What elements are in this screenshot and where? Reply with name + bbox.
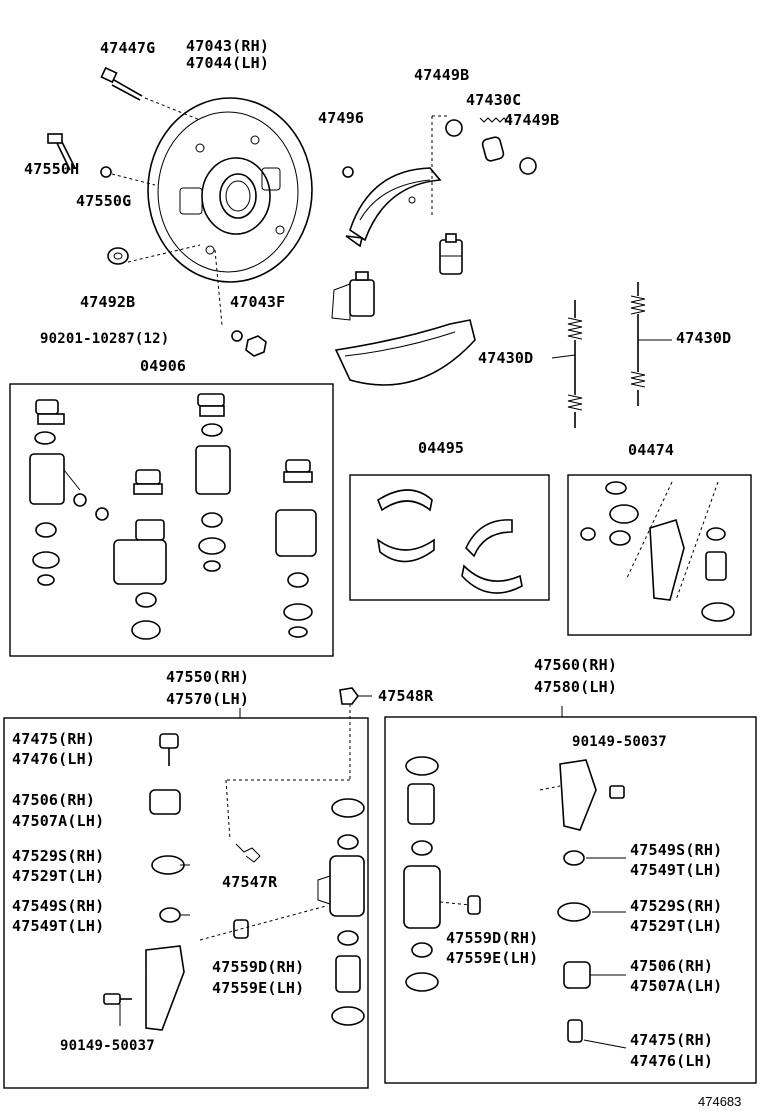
wheel-cylinder-left-small	[331, 271, 375, 321]
label-47449b-top: 47449B	[414, 66, 470, 84]
label-47475-rh-left: 47475(RH)	[12, 730, 96, 748]
kit-box-04906	[9, 383, 334, 657]
washer-47550g	[100, 166, 112, 178]
kit-04474-parts	[580, 481, 735, 622]
label-47549s-rh-left: 47549S(RH)	[12, 897, 105, 915]
kit-04906-parts	[29, 393, 317, 640]
label-47430d-right: 47430D	[676, 329, 732, 347]
label-47449b-right: 47449B	[504, 111, 560, 129]
label-47580-lh: 47580(LH)	[534, 678, 618, 696]
return-spring-47430d-b	[630, 282, 646, 406]
label-47550g: 47550G	[76, 192, 132, 210]
label-47549t-lh-left: 47549T(LH)	[12, 917, 105, 935]
box-lh-cylinder-47560	[384, 716, 757, 1084]
washer-90201	[231, 330, 243, 342]
label-47529t-lh-left: 47529T(LH)	[12, 867, 105, 885]
label-kit-04906: 04906	[140, 357, 187, 375]
spring-set	[445, 117, 537, 175]
box-rh-cylinder-47550	[3, 717, 369, 1089]
label-47529s-rh-left: 47529S(RH)	[12, 847, 105, 865]
label-47560-rh: 47560(RH)	[534, 656, 618, 674]
kit-box-04474	[567, 474, 752, 636]
label-47476-lh-right: 47476(LH)	[630, 1052, 714, 1070]
label-47447g: 47447G	[100, 39, 156, 57]
label-90149-50037-right: 90149-50037	[572, 734, 667, 750]
label-47430d-left: 47430D	[478, 349, 534, 367]
label-47548r: 47548R	[378, 687, 434, 705]
label-47559d-rh-left: 47559D(RH)	[212, 958, 305, 976]
label-kit-04474: 04474	[628, 441, 675, 459]
nut-47043f	[245, 335, 267, 357]
label-90201-10287: 90201-10287(12)	[40, 331, 170, 347]
label-kit-04495: 04495	[418, 439, 465, 457]
label-47550h: 47550H	[24, 160, 80, 178]
return-spring-47430d-a	[567, 300, 583, 428]
label-47559e-lh-left: 47559E(LH)	[212, 979, 305, 997]
label-47476-lh-left: 47476(LH)	[12, 750, 96, 768]
label-47475-rh-right: 47475(RH)	[630, 1031, 714, 1049]
label-47549s-rh-right: 47549S(RH)	[630, 841, 723, 859]
brake-shoe-upper	[345, 167, 442, 248]
wheel-cylinder-upper-small	[439, 233, 463, 275]
bolt-47550h	[47, 133, 76, 171]
backing-plate	[147, 97, 313, 283]
bolt-47447g	[100, 66, 143, 101]
figure-number: 474683	[698, 1094, 742, 1109]
kit-04495-shoes	[376, 489, 523, 594]
label-47529t-lh-right: 47529T(LH)	[630, 917, 723, 935]
label-47529s-rh-right: 47529S(RH)	[630, 897, 723, 915]
bushing-47492b	[107, 247, 129, 265]
kit-box-04495	[349, 474, 550, 601]
label-47043f: 47043F	[230, 293, 286, 311]
label-47044-lh: 47044(LH)	[186, 54, 270, 72]
label-47043-rh: 47043(RH)	[186, 37, 270, 55]
label-47496: 47496	[318, 109, 365, 127]
label-47492b: 47492B	[80, 293, 136, 311]
label-47506-rh-right: 47506(RH)	[630, 957, 714, 975]
rh-cylinder-parts	[103, 687, 365, 1031]
label-47547r: 47547R	[222, 873, 278, 891]
label-47506-rh-left: 47506(RH)	[12, 791, 96, 809]
pin-47496	[342, 166, 354, 178]
label-47549t-lh-right: 47549T(LH)	[630, 861, 723, 879]
label-47559e-lh-right: 47559E(LH)	[446, 949, 539, 967]
label-47570-lh: 47570(LH)	[166, 690, 250, 708]
label-47559d-rh-right: 47559D(RH)	[446, 929, 539, 947]
label-47507a-lh-right: 47507A(LH)	[630, 977, 723, 995]
label-47430c: 47430C	[466, 91, 522, 109]
brake-shoe-lower	[334, 319, 476, 386]
label-47550-rh: 47550(RH)	[166, 668, 250, 686]
label-47507a-lh-left: 47507A(LH)	[12, 812, 105, 830]
lh-cylinder-parts	[403, 756, 625, 1043]
label-90149-50037-left: 90149-50037	[60, 1038, 155, 1054]
